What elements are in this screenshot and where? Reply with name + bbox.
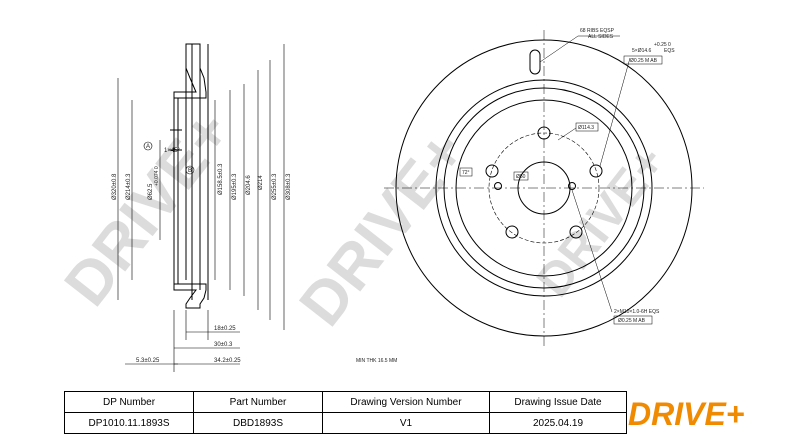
dim-d255: Ø255±0.3 xyxy=(272,173,278,200)
value-dp-number: DP1010.11.1893S xyxy=(64,412,194,434)
brand-logo: DRIVE+ xyxy=(628,396,744,432)
bolt-hole-4 xyxy=(505,225,519,239)
header-dp-number: DP Number xyxy=(64,391,194,413)
section-view xyxy=(170,43,209,309)
front-view-labels: 68 RIBS EQSP ALL SIDES 5×Ø14.6 +0.25 0 E… xyxy=(462,28,675,324)
dim-chamfer: 1×45° xyxy=(164,148,181,154)
holes-eqs: EQS xyxy=(664,48,675,54)
dim-thk-342: 34.2±0.25 xyxy=(214,358,241,364)
value-issue-date: 2025.04.19 xyxy=(489,412,627,434)
value-part-number: DBD1893S xyxy=(193,412,323,434)
title-block-header-row: DP Number Part Number Drawing Version Nu… xyxy=(64,391,627,413)
min-thickness-note: MIN THK 16.5 MM xyxy=(356,358,397,364)
front-view xyxy=(384,30,704,346)
holes-ftc: Ø0.25 M AB xyxy=(630,58,658,64)
dim-thk-18: 18±0.25 xyxy=(214,326,236,332)
datum-b-label: B xyxy=(188,168,192,174)
datum-a-label: A xyxy=(146,144,150,150)
section-outline-top xyxy=(173,43,207,99)
watermark-group: DRIVE+ DRIVE+ DRIVE+ xyxy=(52,98,677,338)
watermark-left: DRIVE+ xyxy=(52,98,245,318)
title-block-table: DP Number Part Number Drawing Version Nu… xyxy=(64,391,627,434)
brand-logo-text: DRIVE+ xyxy=(628,396,744,432)
pcd-label: Ø114.3 xyxy=(578,125,594,131)
title-block: DP Number Part Number Drawing Version Nu… xyxy=(64,391,800,436)
header-part-number: Part Number xyxy=(193,391,323,413)
dim-thk-53: 5.3±0.25 xyxy=(136,358,160,364)
dim-d308: Ø308±0.3 xyxy=(286,173,292,200)
thread-hole-2 xyxy=(568,182,576,190)
ribs-note-2: ALL SIDES xyxy=(588,34,614,40)
header-version: Drawing Version Number xyxy=(322,391,490,413)
dim-d62: Ø62.5 xyxy=(148,183,154,200)
thread-hole-1 xyxy=(494,182,502,190)
angle-label: 72° xyxy=(462,170,470,176)
dim-d62-tol: +0.074 0 xyxy=(154,166,160,186)
dim-thk-30: 30±0.3 xyxy=(214,342,233,348)
title-block-value-row: DP1010.11.1893S DBD1893S V1 2025.04.19 xyxy=(64,412,627,434)
section-dimension-labels: Ø320±0.8 Ø214±0.3 Ø62.5 +0.074 0 Ø158.5±… xyxy=(112,144,397,364)
dim-d320: Ø320±0.8 xyxy=(112,173,118,200)
dim-d195: Ø195±0.3 xyxy=(232,173,238,200)
holes-callout: 5×Ø14.6 xyxy=(632,48,652,54)
dim-d214b: Ø214 xyxy=(258,175,264,190)
holes-tolerance: +0.25 0 xyxy=(654,42,671,48)
watermark-right-2: DRIVE+ xyxy=(527,136,676,306)
value-version: V1 xyxy=(322,412,490,434)
section-dimensions xyxy=(117,44,285,372)
bolt-hole-2 xyxy=(589,164,603,178)
bolt-hole-5 xyxy=(485,164,499,178)
header-issue-date: Drawing Issue Date xyxy=(489,391,627,413)
ribs-note: 68 RIBS EQSP xyxy=(580,28,615,34)
thread-callout: 2×M10×1.0-6H EQS xyxy=(614,309,660,315)
top-slot xyxy=(529,49,541,75)
dim-d214: Ø214±0.3 xyxy=(126,173,132,200)
section-outline-bottom xyxy=(173,283,207,309)
bolt-hole-3 xyxy=(569,225,583,239)
thread-ftc: Ø0.25 M AB xyxy=(618,318,646,324)
dim-d158: Ø158.5±0.3 xyxy=(218,163,224,195)
dim-d204: Ø204.6 xyxy=(246,175,252,195)
center-bore-label: Ø50 xyxy=(516,174,526,180)
